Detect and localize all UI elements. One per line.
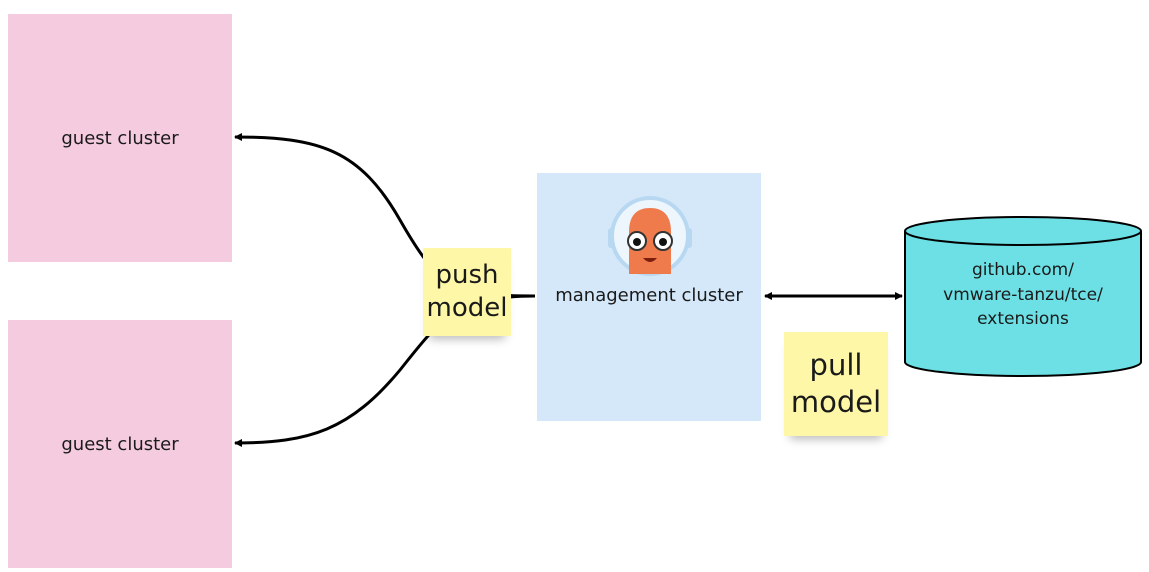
pull-model-note-line: model [790,385,882,419]
repository-label: github.com/ vmware-tanzu/tce/ extensions [905,258,1141,332]
guest-cluster-bottom-label: guest cluster [61,433,179,455]
management-cluster-label: management cluster [555,285,743,306]
pull-model-note-line: pull [809,347,863,382]
guest-cluster-bottom: guest cluster [8,320,232,568]
guest-cluster-top-label: guest cluster [61,127,179,149]
repository-label-line: vmware-tanzu/tce/ [943,284,1103,305]
pull-model-note: pull model [784,332,888,436]
repository-cylinder [904,216,1142,377]
push-model-note-line: push [435,259,499,290]
argo-octopus-mascot-icon [608,196,692,276]
guest-cluster-top: guest cluster [8,14,232,262]
management-cluster: management cluster [537,173,761,421]
push-model-note: push model [423,248,511,336]
push-model-note-line: model [426,293,508,323]
repository-label-line: extensions [977,309,1069,330]
repository-label-line: github.com/ [972,260,1074,280]
